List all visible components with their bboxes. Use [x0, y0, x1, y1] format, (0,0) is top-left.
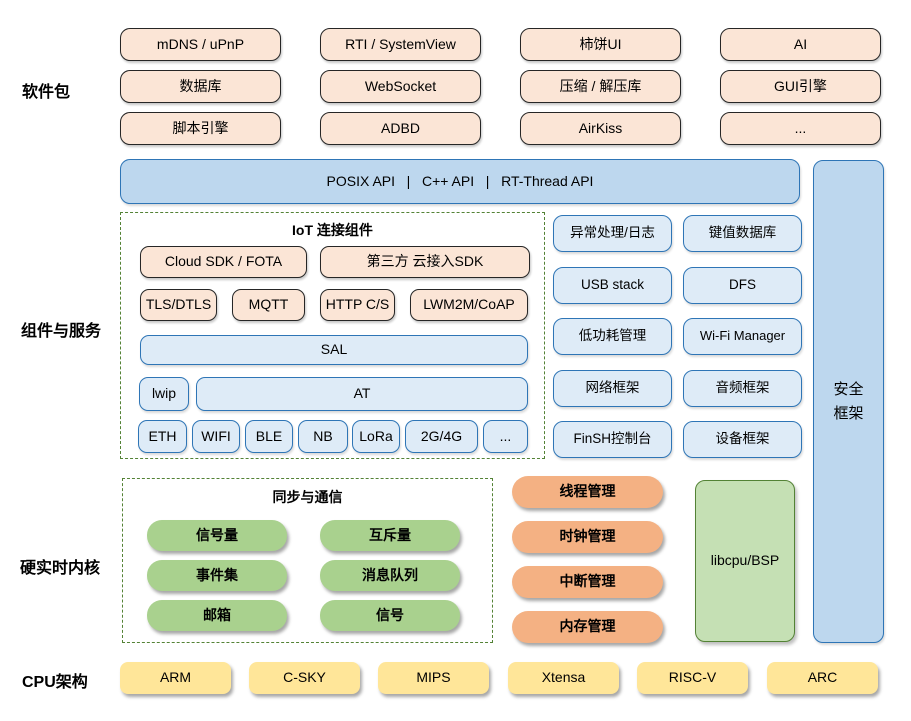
security-framework-label: 安全框架 [833, 381, 864, 422]
sync-group-box [122, 478, 493, 643]
protocol-box: HTTP C/S [320, 289, 395, 321]
package-box: 压缩 / 解压库 [520, 70, 681, 103]
package-box: RTI / SystemView [320, 28, 481, 61]
manager-box: 内存管理 [512, 611, 663, 643]
link-box: NB [298, 420, 348, 453]
service-box: 音频框架 [683, 370, 802, 407]
cpu-arch-box: ARM [120, 662, 231, 694]
service-box: Wi-Fi Manager [683, 318, 802, 355]
protocol-box: LWM2M/CoAP [410, 289, 528, 321]
service-box: DFS [683, 267, 802, 304]
service-box: 异常处理/日志 [553, 215, 672, 252]
package-box: 数据库 [120, 70, 281, 103]
sync-box: 事件集 [147, 560, 287, 591]
sal-box: SAL [140, 335, 528, 365]
package-box: ADBD [320, 112, 481, 145]
at-box: AT [196, 377, 528, 411]
link-box: BLE [245, 420, 293, 453]
label-cpu-architecture: CPU架构 [22, 674, 88, 691]
cpu-arch-box: C-SKY [249, 662, 360, 694]
sync-group-title: 同步与通信 [272, 489, 343, 505]
sync-box: 邮箱 [147, 600, 287, 631]
third-party-sdk-box: 第三方 云接入SDK [320, 246, 530, 278]
package-box: 脚本引擎 [120, 112, 281, 145]
service-box: 设备框架 [683, 421, 802, 458]
link-box: 2G/4G [405, 420, 478, 453]
link-box: ETH [138, 420, 187, 453]
api-bar-label: POSIX API | C++ API | RT-Thread API [326, 172, 594, 189]
package-box: ... [720, 112, 881, 145]
package-box: mDNS / uPnP [120, 28, 281, 61]
cpu-arch-box: Xtensa [508, 662, 619, 694]
api-bar: POSIX API | C++ API | RT-Thread API [120, 159, 800, 204]
package-box: WebSocket [320, 70, 481, 103]
label-software-packages: 软件包 [22, 84, 71, 101]
label-hard-realtime-kernel: 硬实时内核 [20, 560, 101, 577]
package-box: AI [720, 28, 881, 61]
package-box: AirKiss [520, 112, 681, 145]
manager-box: 线程管理 [512, 476, 663, 508]
cloud-sdk-box: Cloud SDK / FOTA [140, 246, 307, 278]
service-box: FinSH控制台 [553, 421, 672, 458]
label-components-services: 组件与服务 [21, 323, 102, 340]
service-box: 网络框架 [553, 370, 672, 407]
sync-box: 互斥量 [320, 520, 460, 551]
iot-group-title: IoT 连接组件 [292, 222, 373, 238]
link-box: LoRa [352, 420, 400, 453]
service-box: 键值数据库 [683, 215, 802, 252]
package-box: GUI引擎 [720, 70, 881, 103]
cpu-arch-box: ARC [767, 662, 878, 694]
security-framework-bar: 安全框架 [813, 160, 884, 643]
cpu-arch-box: MIPS [378, 662, 489, 694]
libcpu-bsp-box: libcpu/BSP [695, 480, 795, 642]
link-box: ... [483, 420, 528, 453]
link-box: WIFI [192, 420, 240, 453]
service-box: 低功耗管理 [553, 318, 672, 355]
manager-box: 中断管理 [512, 566, 663, 598]
manager-box: 时钟管理 [512, 521, 663, 553]
protocol-box: TLS/DTLS [140, 289, 217, 321]
cpu-arch-box: RISC-V [637, 662, 748, 694]
protocol-box: MQTT [232, 289, 305, 321]
sync-box: 信号 [320, 600, 460, 631]
sync-box: 消息队列 [320, 560, 460, 591]
lwip-box: lwip [139, 377, 189, 411]
service-box: USB stack [553, 267, 672, 304]
sync-box: 信号量 [147, 520, 287, 551]
iot-group-box [120, 212, 545, 459]
package-box: 柿饼UI [520, 28, 681, 61]
